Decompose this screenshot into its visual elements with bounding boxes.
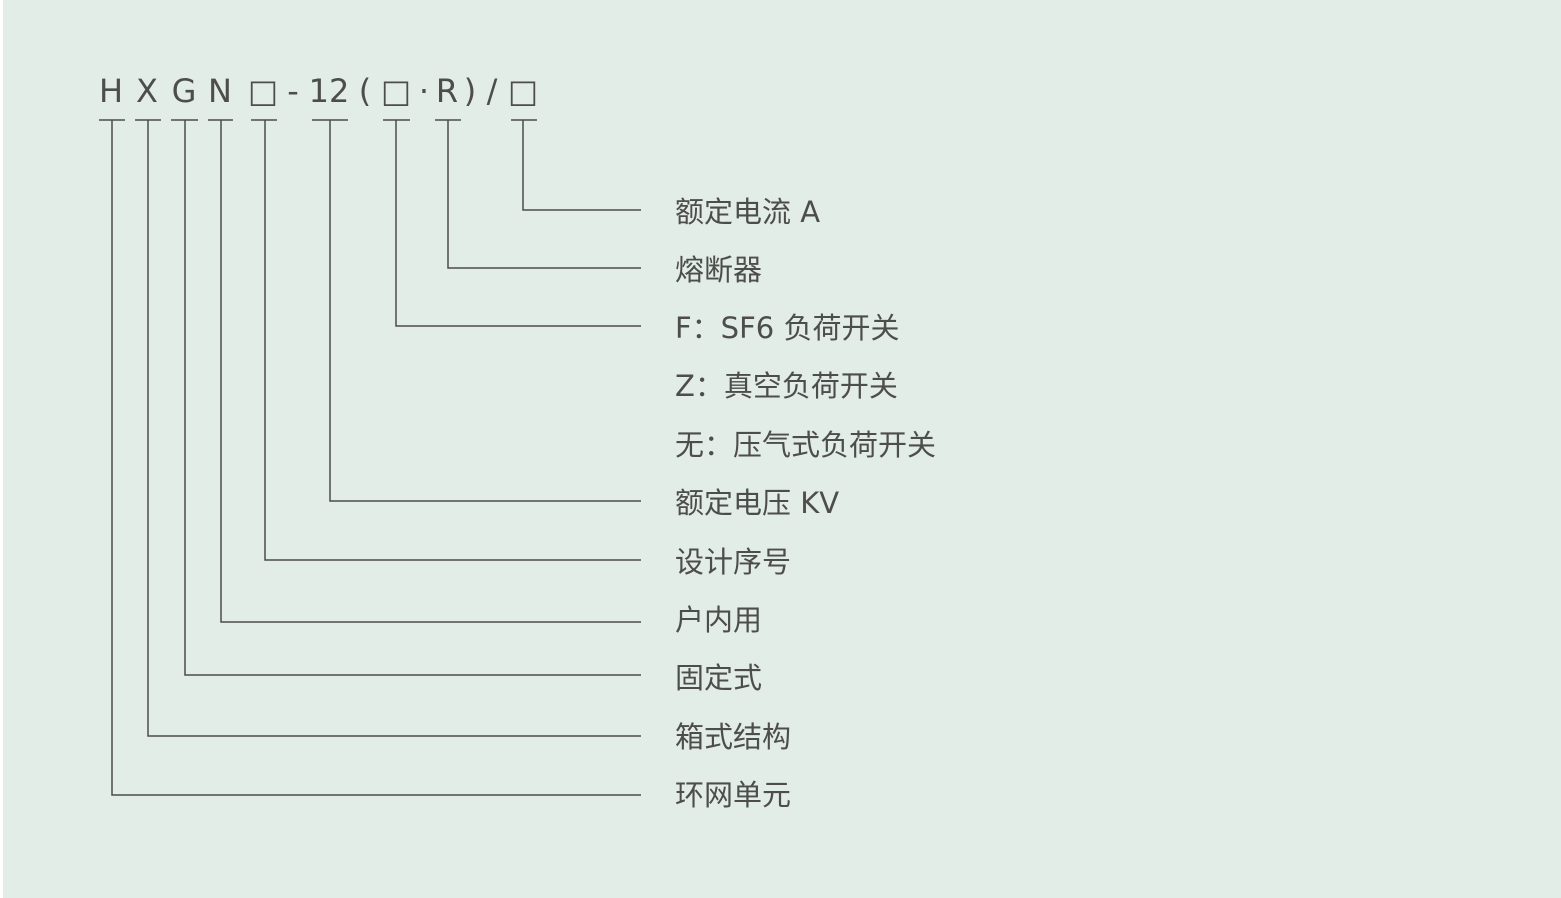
- label-air-switch: 无：压气式负荷开关: [675, 428, 936, 462]
- leader-box-structure: [147, 120, 641, 737]
- code-char-h: H: [99, 72, 123, 110]
- code-char-dash: -: [287, 72, 299, 110]
- code-char-switch-box: □: [381, 72, 411, 110]
- leader-rated-voltage: [329, 120, 641, 502]
- description-labels: 额定电流 A 熔断器 F：SF6 负荷开关 Z：真空负荷开关 无：压气式负荷开关…: [675, 195, 936, 812]
- leader-fuse: [447, 120, 641, 269]
- label-ring-main-unit: 环网单元: [675, 778, 791, 812]
- label-fixed-type: 固定式: [675, 661, 762, 695]
- label-box-structure: 箱式结构: [675, 720, 791, 754]
- label-rated-current: 额定电流 A: [675, 195, 820, 229]
- label-design-number: 设计序号: [675, 545, 791, 579]
- label-fuse: 熔断器: [675, 253, 762, 287]
- code-char-dot: ·: [419, 72, 429, 110]
- code-char-close-paren: ): [464, 72, 476, 110]
- code-char-g: G: [172, 72, 197, 110]
- model-designation-diagram: H X G N □ - 12 ( □ · R ) / □: [99, 72, 936, 812]
- code-char-open-paren: (: [359, 72, 371, 110]
- code-char-n: N: [208, 72, 232, 110]
- label-sf6-switch: F：SF6 负荷开关: [675, 311, 899, 345]
- diagram-canvas: H X G N □ - 12 ( □ · R ) / □: [3, 0, 1561, 898]
- code-char-slash: /: [487, 72, 498, 110]
- leader-indoor: [220, 120, 641, 623]
- code-char-current-box: □: [508, 72, 538, 110]
- leader-design-number: [264, 120, 641, 561]
- leader-rated-current: [522, 120, 641, 211]
- model-code: H X G N □ - 12 ( □ · R ) / □: [99, 72, 538, 110]
- label-indoor: 户内用: [675, 603, 762, 637]
- leader-lines: [111, 120, 641, 796]
- leader-fixed-type: [184, 120, 641, 676]
- code-char-voltage: 12: [309, 72, 350, 110]
- leader-ring-main-unit: [111, 120, 641, 796]
- code-char-design-box: □: [248, 72, 278, 110]
- label-vacuum-switch: Z：真空负荷开关: [675, 369, 898, 403]
- code-char-r: R: [436, 72, 458, 110]
- code-char-x: X: [136, 72, 158, 110]
- label-rated-voltage: 额定电压 KV: [675, 486, 839, 520]
- leader-switch-type: [395, 120, 641, 327]
